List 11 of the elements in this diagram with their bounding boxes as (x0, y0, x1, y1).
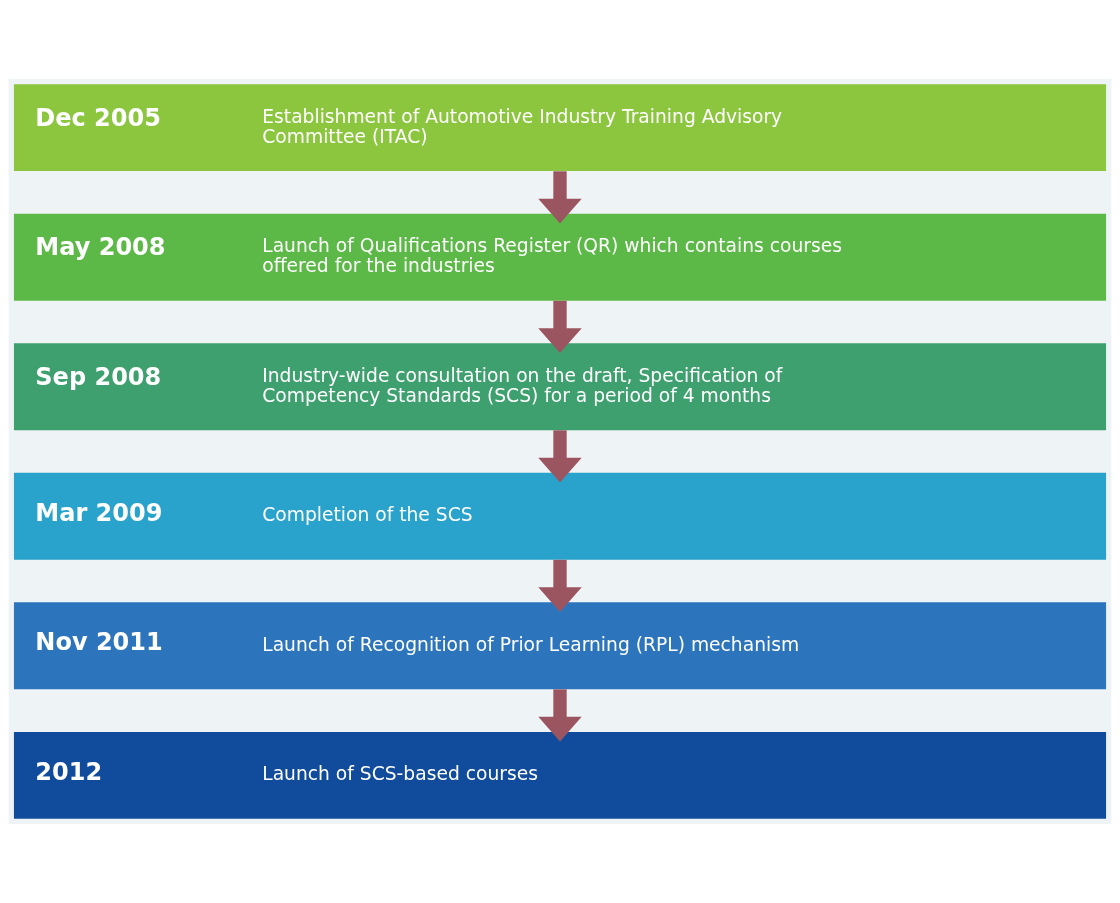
arrow (538, 430, 582, 483)
arrow (538, 171, 582, 224)
node-box: Nov 2011 Launch of Recognition of Prior Learning (RPL) mechanism (13, 602, 1107, 690)
arrow (538, 689, 582, 742)
arrow (538, 559, 582, 613)
arrow (538, 300, 582, 354)
node-box: Mar 2009 Completion of the SCS (13, 472, 1107, 560)
node-box: Dec 2005 Establishment of Automotive Industry Training Advisory Committee (ITAC) (13, 84, 1107, 172)
node-box: Sep 2008 Industry-wide consultation on the draft, Specification of Competency Standards (SCS) for a period of 4 months (13, 343, 1107, 431)
node-box: May 2008 Launch of Qualifications Register (QR) which contains courses offered for the industries (13, 213, 1107, 301)
node-box: 2012 Launch of SCS-based courses (13, 731, 1107, 819)
